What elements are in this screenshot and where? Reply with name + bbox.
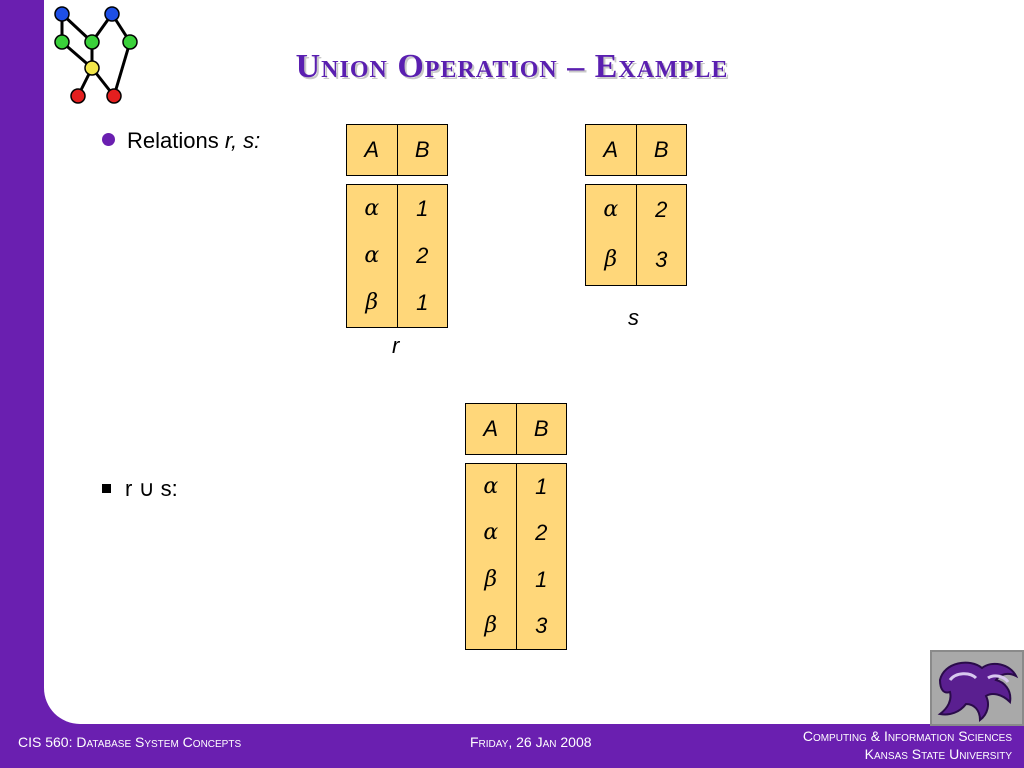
table-cell: 2 xyxy=(535,520,548,546)
relation-s-caption: s xyxy=(628,305,639,330)
table-cell: β xyxy=(365,290,379,316)
header-cell: B xyxy=(653,137,669,162)
header-cell: A xyxy=(603,137,619,162)
relation-r-caption: r xyxy=(392,333,400,358)
table-cell: β xyxy=(484,612,498,638)
table-cell: 1 xyxy=(535,566,548,592)
table-body: α α β β 1 2 1 3 xyxy=(465,463,567,650)
footer-dept-line2: Kansas State University xyxy=(864,746,1012,762)
footer-course: CIS 560: Database System Concepts xyxy=(18,734,242,750)
table-cell: β xyxy=(484,566,498,592)
header-cell: B xyxy=(533,416,549,441)
header-cell: A xyxy=(364,137,380,162)
bullet-relations: Relations r, s: xyxy=(102,128,260,154)
table-body: α β 2 3 xyxy=(585,184,687,286)
header-cell: A xyxy=(483,416,499,441)
bullet-dot-icon xyxy=(102,133,115,146)
table-cell: α xyxy=(483,520,499,546)
relations-vars: r, s: xyxy=(224,128,261,153)
table-cell: α xyxy=(483,474,499,500)
footer-date: Friday, 26 Jan 2008 xyxy=(470,734,592,750)
table-cell: 1 xyxy=(416,290,429,316)
table-cell: 3 xyxy=(535,612,548,638)
table-body: α α β 1 2 1 xyxy=(346,184,448,328)
table-cell: β xyxy=(604,247,618,272)
footer-dept-line1: Computing & Information Sciences xyxy=(802,728,1012,744)
graph-logo-icon xyxy=(54,6,138,104)
wildcat-logo-icon xyxy=(930,650,1024,726)
table-cell: 1 xyxy=(535,474,548,500)
table-header: A B xyxy=(585,124,687,176)
table-header: A B xyxy=(346,124,448,176)
table-cell: α xyxy=(364,195,380,221)
slide-title: Union Operation – Example xyxy=(295,48,729,85)
table-cell: 1 xyxy=(416,195,429,221)
relations-label: Relations xyxy=(127,128,219,153)
table-cell: 3 xyxy=(655,247,668,272)
table-cell: α xyxy=(603,197,619,222)
table-cell: 2 xyxy=(416,242,429,268)
table-header: A B xyxy=(465,403,567,455)
bullet-union: r ∪ s: xyxy=(102,476,178,502)
table-cell: α xyxy=(364,242,380,268)
union-expression: r ∪ s: xyxy=(125,476,178,501)
table-cell: 2 xyxy=(655,197,668,222)
header-cell: B xyxy=(414,137,430,162)
bullet-square-icon xyxy=(102,484,111,493)
